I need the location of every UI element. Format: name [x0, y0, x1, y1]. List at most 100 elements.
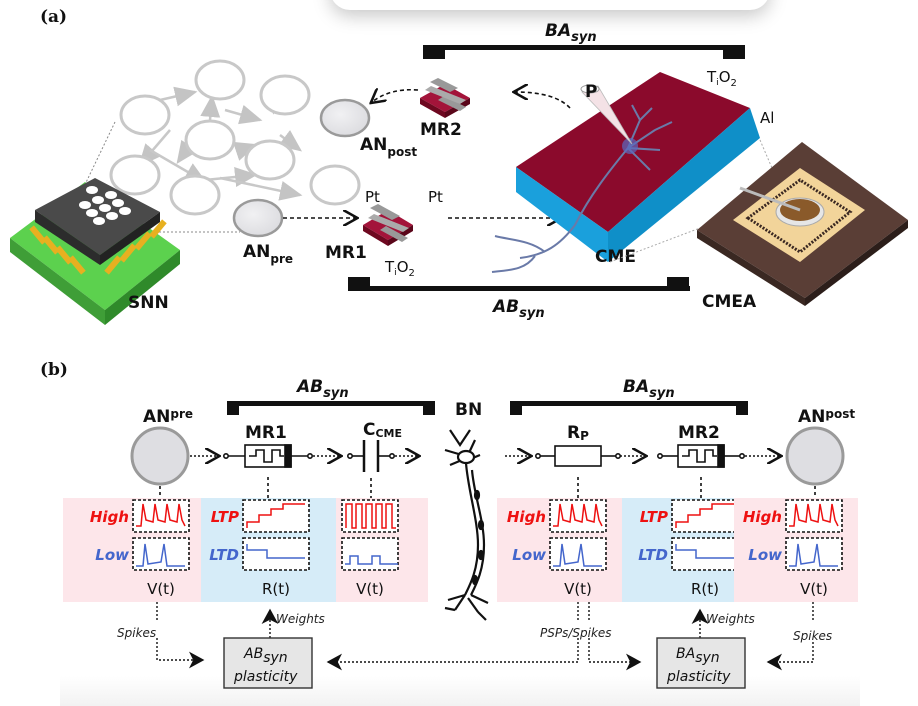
axis-label: V(t)	[147, 580, 175, 598]
bn-label: BN	[455, 400, 482, 420]
waveform-pulsesLow	[345, 555, 398, 565]
mr2-symbol	[656, 444, 745, 468]
signal-block: LTP LTD R(t)	[622, 498, 739, 602]
waveform-box-bottom	[785, 537, 843, 571]
axis-label: R(t)	[691, 580, 719, 598]
feedback-lines	[156, 602, 814, 671]
waveform-box-bottom	[341, 537, 399, 571]
waveform-spikesLow	[553, 543, 602, 567]
cmea-label: CMEA	[702, 292, 757, 312]
axis-label: R(t)	[262, 580, 290, 598]
signal-blocks: HighLowV(t)LTPLTDR(t)V(t)HighLowV(t)LTPL…	[63, 498, 858, 602]
signal-block: LTP LTD R(t)	[201, 498, 336, 602]
weights-left-label: Weights	[276, 612, 325, 626]
level-label-top: High	[90, 508, 129, 526]
mr2-label-b: MR2	[678, 423, 720, 443]
rp-label: RP	[567, 423, 589, 443]
pt-right-label: Pt	[428, 188, 443, 206]
cme-label: CME	[595, 247, 636, 267]
waveform-box-top	[671, 499, 739, 533]
svg-text:ABsyn: ABsyn	[243, 646, 288, 666]
waveform-box-bottom	[132, 537, 190, 571]
pt-left-label: Pt	[365, 188, 380, 206]
mr1-label-a: MR1	[325, 243, 367, 263]
psps-spikes-label: PSPs/Spikes	[540, 626, 612, 640]
snn-label: SNN	[128, 293, 169, 313]
ba-plasticity-box: BAsyn plasticity	[656, 637, 746, 689]
waveform-spikesHigh	[136, 503, 186, 527]
waveform-spikesLow	[136, 543, 185, 567]
overlay-shadow	[330, 0, 770, 10]
rp-symbol	[534, 445, 621, 467]
svg-text:plasticity: plasticity	[666, 669, 731, 685]
tio2-label-mr1: TiO2	[384, 258, 415, 279]
ab-plasticity-box: ABsyn plasticity	[223, 637, 313, 689]
waveform-spikesHigh	[789, 503, 839, 527]
waveform-box-bottom	[671, 537, 739, 571]
weights-right-label: Weights	[706, 612, 755, 626]
an-post-label-a: ANpost	[360, 135, 417, 159]
level-label-top: LTP	[640, 508, 668, 526]
signal-block: V(t)	[336, 498, 428, 602]
cme-slab	[491, 72, 760, 273]
ba-syn-label-b: BAsyn	[623, 377, 675, 401]
svg-text:BAsyn: BAsyn	[676, 646, 720, 666]
ab-syn-label-b: ABsyn	[295, 377, 349, 401]
cmea-chip	[609, 139, 908, 306]
level-label-top: LTP	[211, 508, 239, 526]
panel-a-label: (a)	[40, 7, 67, 27]
mr2-label-a: MR2	[420, 120, 462, 140]
waveform-box-bottom	[549, 537, 607, 571]
waveform-stepDown	[675, 544, 734, 559]
waveform-spikesLow	[789, 543, 838, 567]
an-pre-node-a	[232, 198, 284, 238]
waveform-stepDown	[246, 544, 305, 559]
waveform-spikesHigh	[553, 503, 603, 527]
mr1-label-b: MR1	[245, 423, 287, 443]
cultured-neuron	[491, 104, 673, 273]
level-label-top: High	[507, 508, 546, 526]
spikes-left-label: Spikes	[117, 626, 156, 640]
ab-syn-bracket-a	[348, 277, 690, 291]
mr1-device-a	[363, 204, 413, 246]
waveform-box-top	[242, 499, 310, 533]
level-label-bottom: Low	[512, 546, 546, 564]
snn-network	[109, 59, 361, 216]
level-label-bottom: Low	[748, 546, 782, 564]
waveform-square	[345, 503, 396, 529]
al-label: Al	[760, 109, 774, 127]
panel-b-label: (b)	[40, 360, 68, 380]
axis-label: V(t)	[800, 580, 828, 598]
level-label-bottom: Low	[95, 546, 129, 564]
svg-text:plasticity: plasticity	[233, 669, 298, 685]
biological-neuron	[444, 429, 489, 621]
ab-syn-bracket-b	[227, 401, 748, 415]
c-cme-symbol	[346, 440, 395, 472]
level-label-bottom: LTD	[638, 546, 668, 564]
level-label-top: High	[743, 508, 782, 526]
waveform-box-bottom	[242, 537, 310, 571]
waveform-box-top	[341, 499, 399, 533]
axis-label: V(t)	[356, 580, 384, 598]
an-pre-label-b: ANpre	[143, 407, 193, 427]
an-post-label-b: ANpost	[798, 407, 855, 427]
block-connectors	[159, 477, 816, 498]
level-label-bottom: LTD	[209, 546, 239, 564]
ba-syn-label-a: BAsyn	[545, 21, 597, 45]
tio2-label-cme: TiO2	[706, 68, 737, 89]
mr2-device-a	[420, 78, 470, 118]
waveform-stepUp	[675, 503, 734, 528]
axis-label: V(t)	[564, 580, 592, 598]
an-post-node-a	[319, 98, 371, 138]
an-pre-node-b	[130, 426, 190, 486]
waveform-stepUp	[246, 503, 305, 528]
an-pre-label-a: ANpre	[243, 242, 293, 266]
signal-arrows-a	[283, 90, 571, 218]
mr1-symbol	[223, 444, 313, 468]
snn-chip	[10, 121, 240, 325]
spikes-right-label: Spikes	[793, 629, 832, 643]
ab-syn-label-a: ABsyn	[491, 297, 545, 321]
